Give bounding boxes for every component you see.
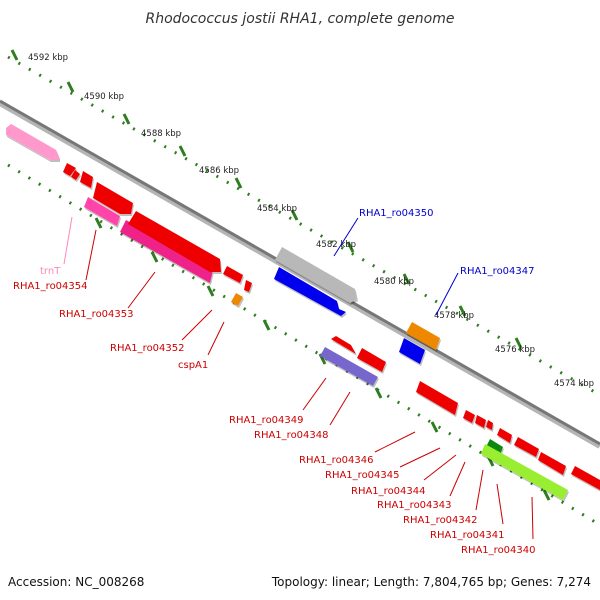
topology-text: Topology: linear; Length: 7,804,765 bp; …: [271, 575, 591, 589]
gene-arrow-ro04352-b[interactable]: [223, 266, 243, 283]
leader-ro04340: [531, 496, 534, 540]
gene-arrow-ro04345[interactable]: [475, 415, 486, 428]
gene-arrow-upper-pink-body[interactable]: [6, 124, 59, 160]
tick-4592: [10, 49, 19, 61]
label-ro04346[interactable]: RHA1_ro04346: [299, 455, 374, 466]
leader-ro04353: [127, 271, 156, 309]
scale-label-4586: 4586 kbp: [199, 166, 239, 176]
scale-label-4588: 4588 kbp: [141, 129, 181, 139]
tick-4588: [122, 113, 131, 125]
label-ro04350[interactable]: RHA1_ro04350: [359, 208, 434, 219]
scale-label-4578: 4578 kbp: [434, 311, 474, 321]
scale-label-4592: 4592 kbp: [28, 53, 68, 63]
gene-arrow-ro04341[interactable]: [538, 452, 566, 475]
gene-arrow-ro04354[interactable]: [93, 182, 133, 214]
gene-arrow-ro04350[interactable]: [274, 267, 346, 316]
leader-ro04352: [181, 309, 213, 341]
gene-arrow-ro04352-a[interactable]: [128, 211, 221, 272]
label-trnT[interactable]: trnT: [40, 266, 61, 277]
gene-arrow-ro04349[interactable]: [320, 347, 378, 386]
gene-arrow-ro04340-a[interactable]: [571, 466, 600, 490]
tick-4582: [290, 209, 299, 221]
scale-label-4584: 4584 kbp: [257, 204, 297, 214]
scale-label-4576: 4576 kbp: [495, 345, 535, 355]
label-ro04342[interactable]: RHA1_ro04342: [403, 515, 478, 526]
label-ro04340[interactable]: RHA1_ro04340: [461, 545, 536, 556]
tick-4584: [234, 177, 243, 189]
tick-lower-9: [542, 489, 551, 501]
gene-arrow-ro04347[interactable]: [399, 338, 425, 364]
leader-ro04349: [302, 377, 327, 411]
map-title: Rhodococcus jostii RHA1, complete genome: [145, 11, 454, 27]
gene-arrow-ro04353-b[interactable]: [120, 220, 213, 283]
label-ro04344[interactable]: RHA1_ro04344: [351, 486, 426, 497]
tick-lower-6: [374, 387, 383, 399]
tick-4580: [346, 241, 355, 253]
gene-arrow-ro04344[interactable]: [486, 420, 493, 430]
gene-arrow-ro04352-c[interactable]: [244, 280, 252, 292]
leader-ro04343: [449, 461, 466, 497]
tick-lower-1: [94, 217, 103, 229]
scale-label-4582: 4582 kbp: [316, 240, 356, 250]
gene-arrow-cspA1[interactable]: [231, 293, 243, 306]
label-cspA1[interactable]: cspA1: [178, 360, 208, 371]
gene-arrow-small-3[interactable]: [80, 171, 93, 188]
gene-arrow-small-1[interactable]: [63, 163, 76, 176]
gene-arrow-ro04348[interactable]: [416, 381, 458, 415]
tick-4586: [178, 145, 187, 157]
accession-text: Accession: NC_008268: [8, 575, 144, 589]
leader-ro04345: [399, 447, 441, 468]
tick-4576: [458, 305, 467, 317]
leader-ro04341: [496, 483, 504, 525]
scale-label-4574: 4574 kbp: [554, 379, 594, 389]
tick-lower-4: [262, 319, 271, 331]
leader-ro04350: [333, 217, 359, 257]
label-ro04345[interactable]: RHA1_ro04345: [325, 470, 400, 481]
tick-lower-7: [430, 421, 439, 433]
label-ro04354[interactable]: RHA1_ro04354: [13, 281, 88, 292]
gene-arrow-ro04349-a[interactable]: [331, 336, 356, 354]
leader-trnT: [63, 216, 73, 265]
label-ro04349[interactable]: RHA1_ro04349: [229, 415, 304, 426]
leader-ro04344: [423, 454, 457, 481]
leader-ro04347: [435, 272, 459, 316]
leader-ro04348: [329, 391, 351, 426]
leader-ro04346: [374, 431, 416, 453]
gene-arrow-ro04342[interactable]: [514, 437, 539, 457]
scale-label-4580: 4580 kbp: [374, 277, 414, 287]
gene-arrow-ro04340[interactable]: [481, 444, 568, 500]
gene-arrow-ro04350-upper[interactable]: [275, 247, 357, 303]
label-ro04343[interactable]: RHA1_ro04343: [377, 500, 452, 511]
tick-4574: [514, 337, 523, 349]
gene-arrow-ro04353-a[interactable]: [84, 197, 120, 226]
label-ro04352[interactable]: RHA1_ro04352: [110, 343, 185, 354]
leader-cspA1: [207, 321, 225, 356]
gene-arrow-ro04349-b[interactable]: [357, 348, 386, 372]
label-ro04347[interactable]: RHA1_ro04347: [460, 266, 535, 277]
tick-lower-3: [206, 285, 215, 297]
label-ro04353[interactable]: RHA1_ro04353: [59, 309, 134, 320]
scale-label-4590: 4590 kbp: [84, 92, 124, 102]
gene-arrow-ro04346[interactable]: [463, 410, 475, 423]
gene-arrow-ro04347-upper[interactable]: [406, 322, 440, 350]
label-ro04341[interactable]: RHA1_ro04341: [430, 530, 505, 541]
tick-4578: [402, 273, 411, 285]
label-ro04348[interactable]: RHA1_ro04348: [254, 430, 329, 441]
tick-4590: [66, 81, 75, 93]
gene-arrow-small-2[interactable]: [71, 170, 80, 180]
gene-arrow-ro04342-green[interactable]: [486, 439, 503, 455]
tick-lower-2: [150, 251, 159, 263]
gene-arrow-ro04343[interactable]: [497, 428, 512, 443]
leader-ro04354: [85, 229, 97, 281]
leader-ro04342: [475, 469, 484, 511]
